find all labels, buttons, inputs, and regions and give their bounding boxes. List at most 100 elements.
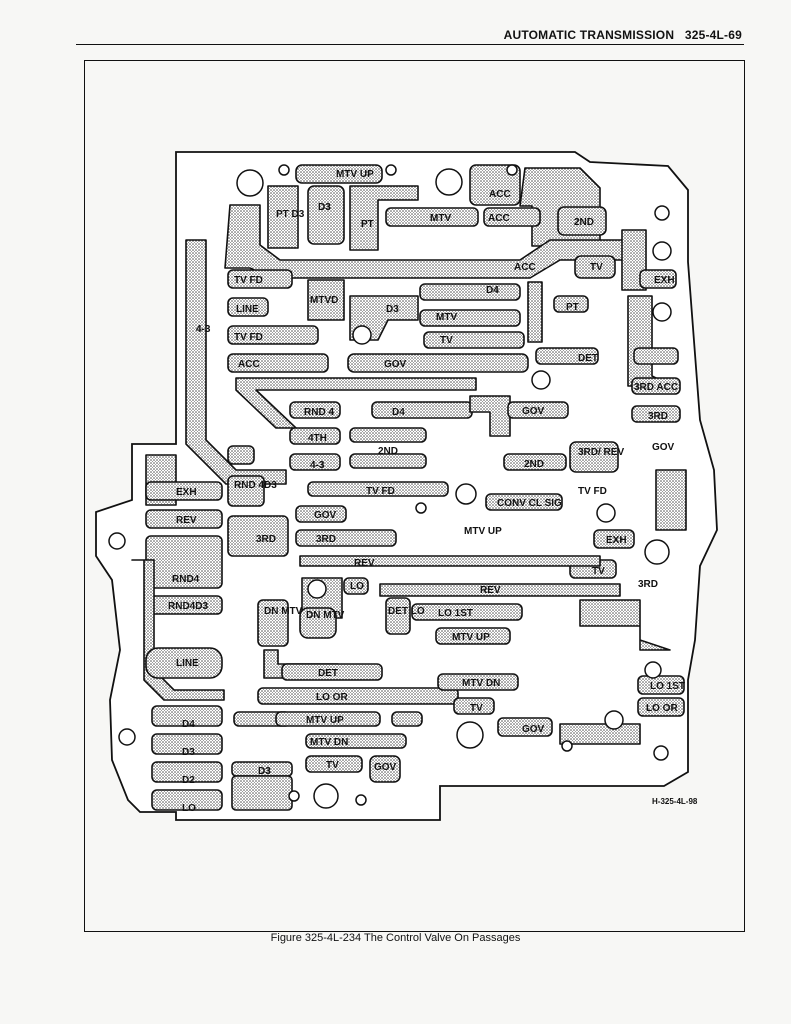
port (654, 205, 670, 221)
label-mtv: MTV (436, 312, 457, 323)
label-det: DET (318, 668, 338, 679)
port (352, 325, 372, 345)
passage (145, 481, 223, 501)
passage (535, 347, 599, 365)
label-lo-or: LO OR (646, 703, 678, 714)
label-tv-fd: TV FD (366, 486, 395, 497)
passage (227, 297, 269, 317)
label-mtv-up: MTV UP (452, 632, 490, 643)
label-3rd: 3RD (648, 411, 668, 422)
label-mtv-dn: MTV DN (462, 678, 500, 689)
port (278, 164, 290, 176)
passage (507, 401, 569, 419)
passage (419, 283, 521, 301)
port (118, 728, 136, 746)
label-3rd-rev: 3RD/ REV (578, 447, 624, 458)
label-d3: D3 (182, 747, 195, 758)
port (456, 721, 484, 749)
port (313, 783, 339, 809)
passage (369, 755, 401, 783)
label-rev: REV (176, 515, 197, 526)
passage (503, 453, 567, 471)
label-exh: EXH (654, 275, 675, 286)
label-rnd-4: RND 4 (304, 407, 334, 418)
port (506, 164, 518, 176)
label-2nd: 2ND (574, 217, 594, 228)
passage (419, 309, 521, 327)
label-rnd4d3: RND4D3 (168, 601, 208, 612)
label-mtv-up: MTV UP (464, 526, 502, 537)
passage (295, 505, 347, 523)
label-rnd4: RND4 (172, 574, 200, 585)
passage (637, 697, 685, 717)
label-lo-1st: LO 1ST (438, 608, 473, 619)
label-3rd: 3RD (638, 579, 658, 590)
label-acc: ACC (514, 262, 536, 273)
passage (349, 427, 427, 443)
header-page-number: 325-4L-69 (684, 28, 742, 42)
passage (631, 405, 681, 423)
label-tv-fd: TV FD (234, 275, 263, 286)
label-tv: TV (590, 262, 603, 273)
port (653, 745, 669, 761)
passage (453, 697, 495, 715)
label-2nd: 2ND (378, 446, 398, 457)
label-exh: EXH (176, 487, 197, 498)
label-line: LINE (176, 658, 199, 669)
port (644, 661, 662, 679)
passage (185, 239, 287, 485)
passage (289, 401, 341, 419)
figure-frame (84, 60, 745, 932)
port (385, 164, 397, 176)
passage (347, 353, 529, 373)
passage-labels: MTV UP ACC PT D3 D3 PT MTV ACC 2ND ACC T… (168, 169, 685, 814)
label-d3: D3 (386, 304, 399, 315)
port (644, 539, 670, 565)
port-holes (108, 164, 672, 809)
passage (485, 493, 563, 511)
passage (385, 207, 479, 227)
passage (349, 185, 419, 251)
header-title: AUTOMATIC TRANSMISSION (503, 28, 675, 42)
label-2nd: 2ND (524, 459, 544, 470)
label-3rd: 3RD (316, 534, 336, 545)
port (307, 579, 327, 599)
passage (559, 723, 641, 745)
label-det-lo: DET LO (388, 606, 425, 617)
port (355, 794, 367, 806)
passage (151, 705, 223, 727)
passage (307, 279, 345, 321)
label-det: DET (578, 353, 598, 364)
passage (437, 673, 519, 691)
passage (145, 647, 223, 679)
label-mtvd: MTVD (310, 295, 338, 306)
label-4-3: 4-3 (310, 460, 325, 471)
label-tv-fd: TV FD (578, 486, 607, 497)
passage-group (131, 164, 687, 811)
port (236, 169, 264, 197)
label-4th: 4TH (308, 433, 327, 444)
running-header: AUTOMATIC TRANSMISSION 325-4L-69 (0, 28, 742, 42)
passage (227, 445, 255, 465)
passage (593, 529, 635, 549)
passage (227, 269, 293, 289)
label-acc: ACC (488, 213, 510, 224)
passage (227, 353, 329, 373)
passage (469, 395, 511, 437)
passage (299, 607, 337, 639)
figure-caption: Figure 325-4L-234 The Control Valve On P… (270, 932, 521, 944)
port (415, 502, 427, 514)
label-d4: D4 (182, 719, 195, 730)
label-conv-cl-sig: CONV CL SIG (497, 498, 562, 509)
label-3rd-acc: 3RD ACC (634, 382, 678, 393)
port (652, 302, 672, 322)
label-gov: GOV (522, 724, 545, 735)
label-line: LINE (236, 304, 259, 315)
label-tv: TV (592, 566, 605, 577)
label-rev: REV (354, 558, 375, 569)
passage (655, 469, 687, 531)
passage (385, 597, 411, 635)
passage (527, 281, 543, 343)
label-tv: TV (326, 760, 339, 771)
label-gov: GOV (314, 510, 337, 521)
